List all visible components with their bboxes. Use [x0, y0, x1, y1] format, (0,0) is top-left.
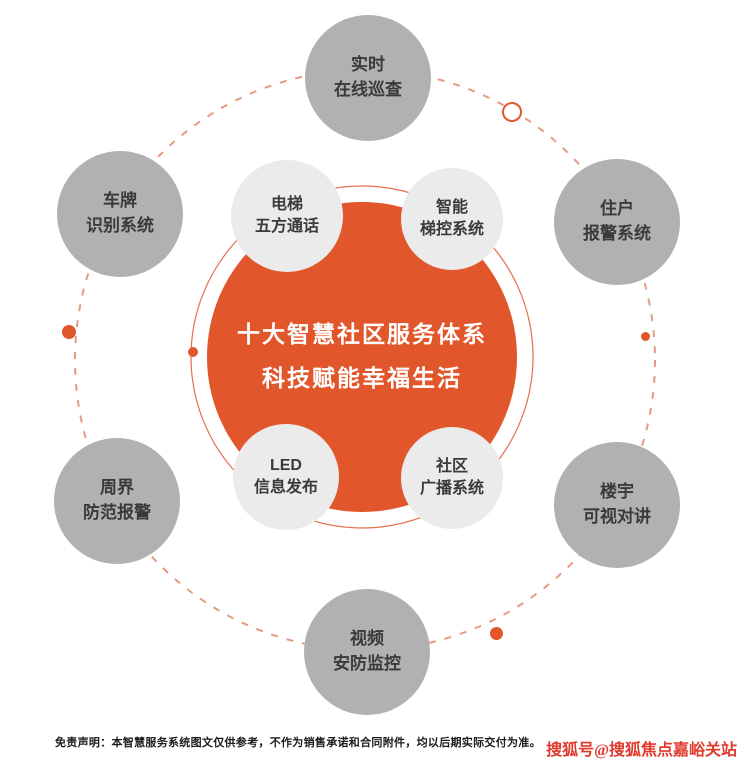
watermark-text: 搜狐号@搜狐焦点嘉峪关站 [546, 742, 737, 759]
node-label-perimeter-alarm: 周界 防范报警 [83, 478, 151, 522]
node-elevator-intercom: 电梯 五方通话 [231, 160, 343, 272]
node-label-led-information: LED 信息发布 [253, 456, 318, 496]
node-license-plate-recognition: 车牌 识别系统 [57, 151, 183, 277]
node-label-building-video-intercom: 楼宇 可视对讲 [583, 482, 651, 526]
node-video-surveillance: 视频 安防监控 [304, 589, 430, 715]
node-label-community-broadcast: 社区 广播系统 [419, 457, 484, 497]
decor-dot-inner-left [188, 347, 198, 357]
node-realtime-inspection: 实时 在线巡查 [305, 15, 431, 141]
decor-dot-right [641, 332, 650, 341]
node-resident-alarm: 住户 报警系统 [554, 159, 680, 285]
node-label-elevator-intercom: 电梯 五方通话 [254, 195, 319, 235]
decor-dot-left [62, 325, 76, 339]
decor-hollow-dot-top-right [502, 102, 522, 122]
node-label-resident-alarm: 住户 报警系统 [583, 199, 651, 243]
node-building-video-intercom: 楼宇 可视对讲 [554, 442, 680, 568]
center-title-line1: 十大智慧社区服务体系 [237, 321, 487, 348]
node-label-video-surveillance: 视频 安防监控 [333, 629, 401, 673]
node-smart-elevator-control: 智能 梯控系统 [401, 168, 503, 270]
node-label-license-plate-recognition: 车牌 识别系统 [86, 191, 154, 235]
disclaimer-text: 免责声明：本智慧服务系统图文仅供参考，不作为销售承诺和合同附件，均以后期实际交付… [55, 737, 541, 749]
node-led-information: LED 信息发布 [233, 424, 339, 530]
node-perimeter-alarm: 周界 防范报警 [54, 438, 180, 564]
node-label-smart-elevator-control: 智能 梯控系统 [419, 198, 484, 238]
decor-dot-bottom-right [490, 627, 503, 640]
node-community-broadcast: 社区 广播系统 [401, 427, 503, 529]
node-label-realtime-inspection: 实时 在线巡查 [334, 55, 402, 99]
center-title-line2: 科技赋能幸福生活 [262, 365, 462, 391]
center-ring-outline [190, 185, 534, 529]
